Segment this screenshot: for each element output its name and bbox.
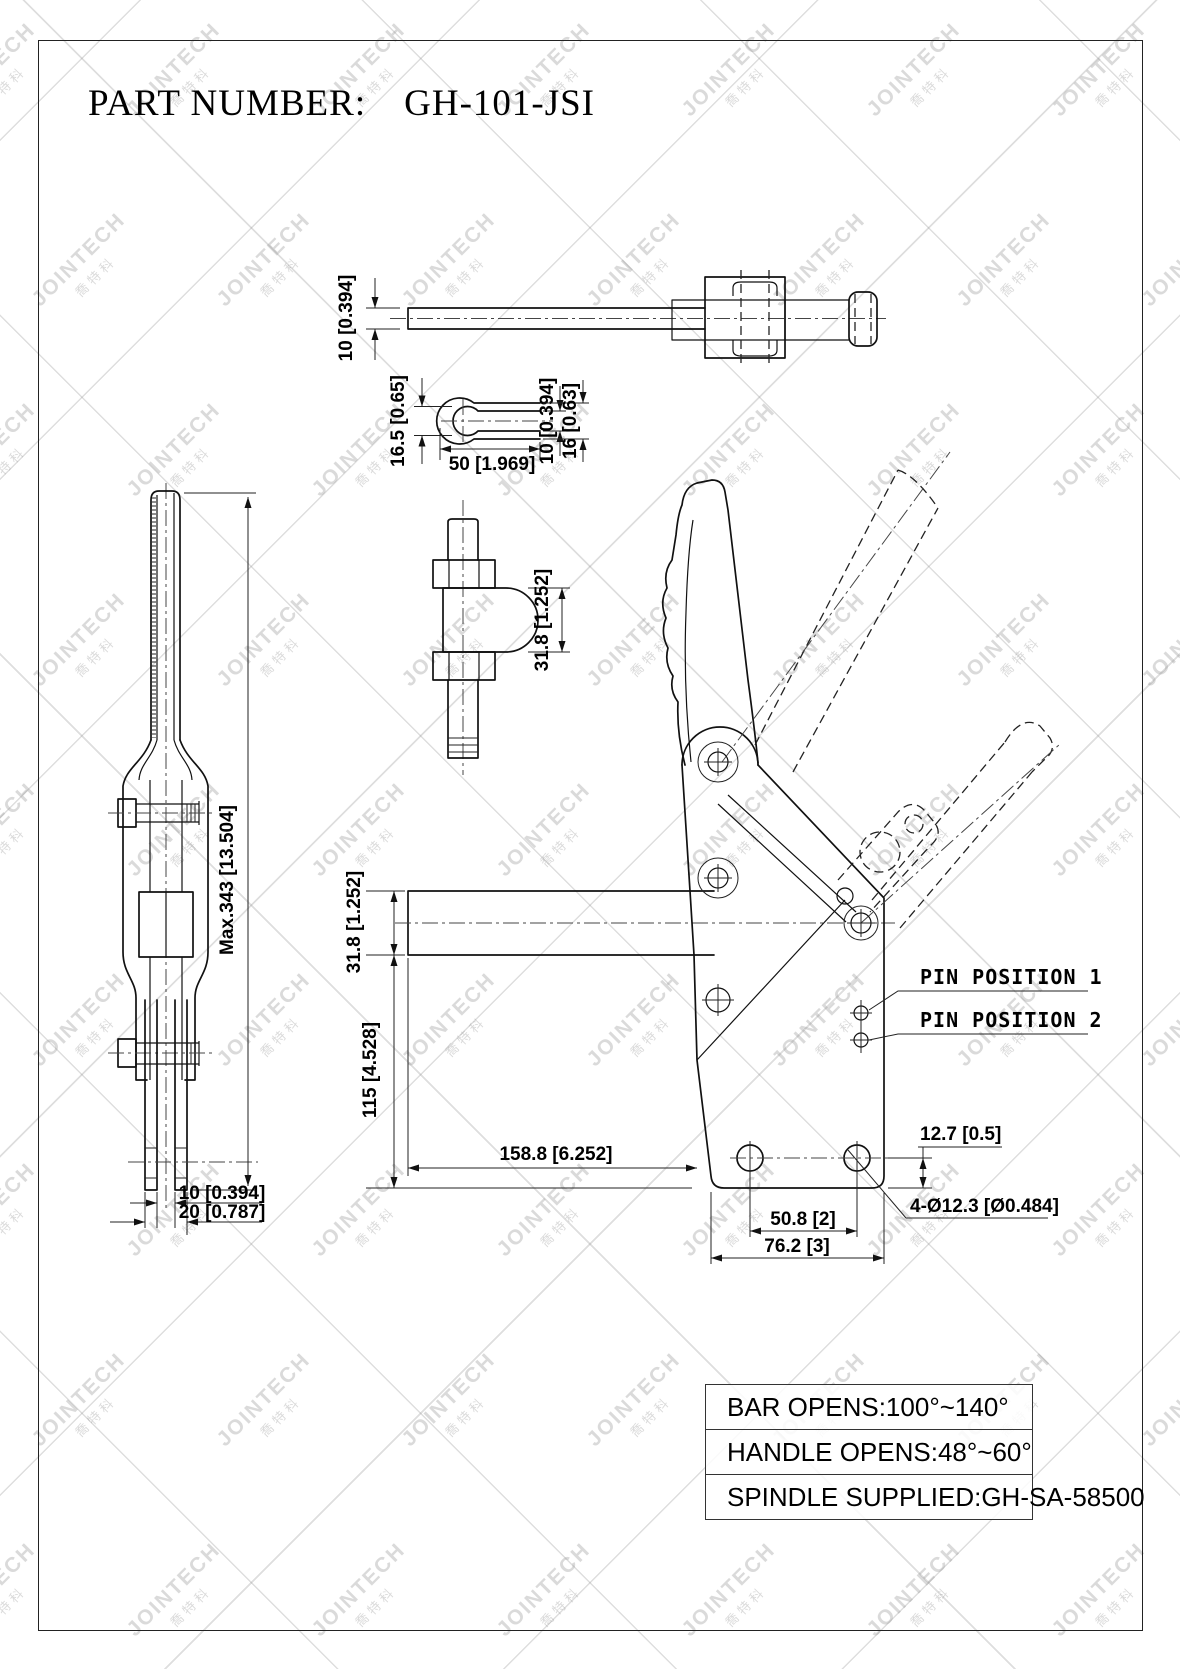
pin-positions: PIN POSITION 1 PIN POSITION 2 bbox=[850, 965, 1103, 1053]
dim-side-max-height: Max.343 [13.504] bbox=[217, 805, 238, 955]
dim-front-bar-height: 31.8 [1.252] bbox=[344, 871, 365, 973]
view-top: 10 [0.394] bbox=[336, 270, 886, 365]
front-bar-open bbox=[860, 721, 1061, 929]
dim-side-prong-gap: 10 [0.394] bbox=[179, 1183, 266, 1204]
dim-slot-loop-width: 16.5 [0.65] bbox=[388, 375, 409, 467]
dim-front-base-width: 76.2 [3] bbox=[764, 1236, 829, 1257]
dim-front-hole-offset: 12.7 [0.5] bbox=[920, 1124, 1001, 1145]
dim-side-fork-width: 20 [0.787] bbox=[179, 1202, 266, 1223]
view-front: PIN POSITION 1 PIN POSITION 2 31.8 [1.25… bbox=[344, 451, 1103, 1264]
dim-front-mount-height: 115 [4.528] bbox=[360, 1022, 381, 1118]
sheet-border bbox=[38, 40, 1143, 1631]
dim-slot-length: 50 [1.969] bbox=[449, 454, 536, 475]
front-handle-open bbox=[721, 451, 951, 913]
dim-front-bar-reach: 158.8 [6.252] bbox=[499, 1144, 612, 1165]
side-upper-bolt bbox=[108, 798, 213, 828]
part-number-label: PART NUMBER: bbox=[88, 83, 367, 124]
dim-slot-width: 10 [0.394] bbox=[537, 378, 558, 465]
front-handle-closed bbox=[661, 479, 759, 766]
pin-position-1-label: PIN POSITION 1 bbox=[920, 965, 1103, 989]
dim-front-hole-spacing: 50.8 [2] bbox=[770, 1209, 835, 1230]
spec-table: BAR OPENS:100°~140° HANDLE OPENS:48°~60°… bbox=[705, 1384, 1145, 1520]
pin-position-2-label: PIN POSITION 2 bbox=[920, 1008, 1103, 1032]
view-side: Max.343 [13.504] 10 [0.394] 20 [0.787] bbox=[108, 483, 265, 1235]
dim-slot-bar-width: 16 [0.63] bbox=[560, 383, 581, 459]
part-number-title: PART NUMBER: GH-101-JSI bbox=[88, 82, 595, 125]
dim-spindle-clevis: 31.8 [1.252] bbox=[532, 569, 553, 671]
dim-front-hole-note: 4-Ø12.3 [Ø0.484] bbox=[910, 1196, 1059, 1217]
front-holes bbox=[697, 741, 905, 1175]
spec-row-spindle: SPINDLE SUPPLIED:GH-SA-58500 bbox=[706, 1474, 1145, 1519]
part-number-value: GH-101-JSI bbox=[404, 83, 596, 124]
view-spindle: 31.8 [1.252] bbox=[432, 500, 570, 775]
side-lower-bolt bbox=[108, 1038, 213, 1068]
spec-row-handle-opens: HANDLE OPENS:48°~60° bbox=[706, 1429, 1032, 1474]
dim-top-bar-thickness: 10 [0.394] bbox=[336, 275, 357, 362]
spec-row-bar-opens: BAR OPENS:100°~140° bbox=[727, 1392, 1009, 1422]
view-slot: 16.5 [0.65] 50 [1.969] 10 [0.394] 16 [0.… bbox=[388, 375, 589, 475]
